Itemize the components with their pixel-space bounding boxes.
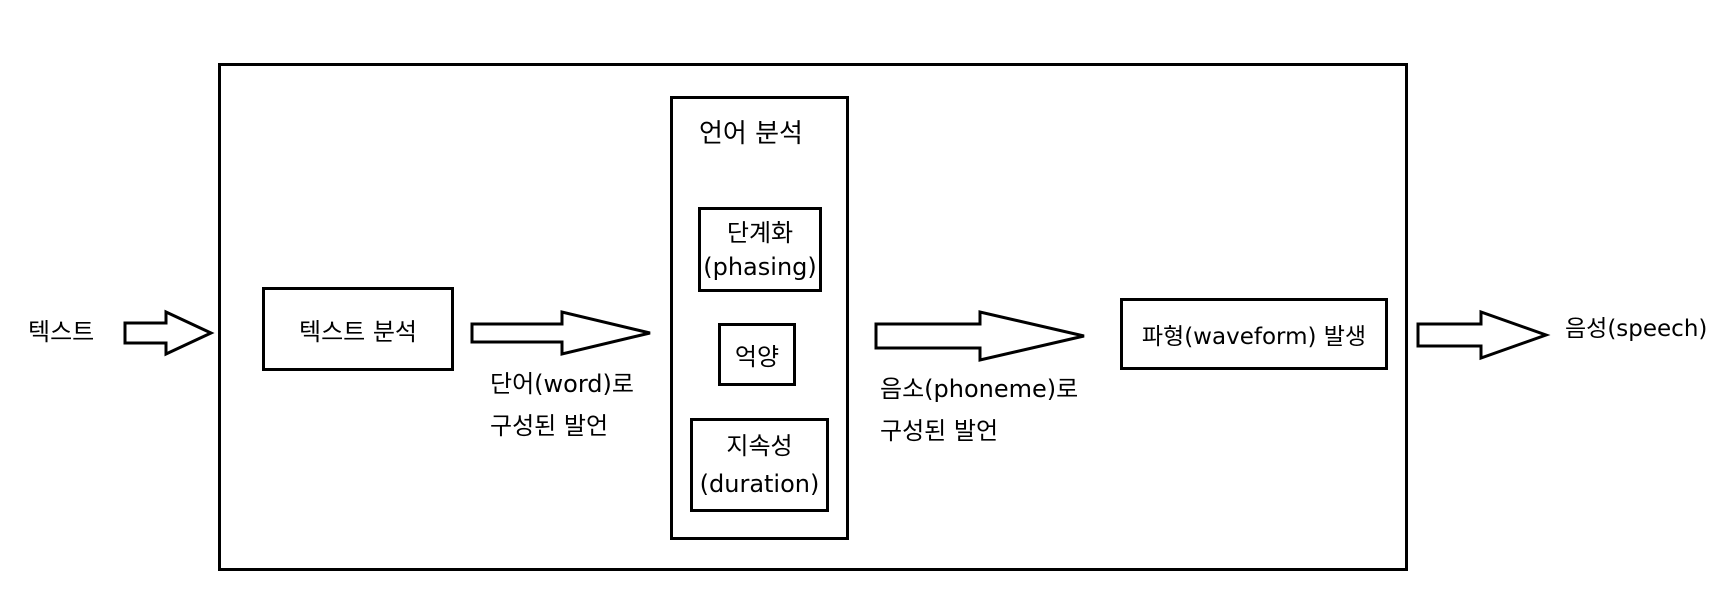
intonation-box: 억양 <box>718 323 796 386</box>
word-utterance-line2: 구성된 발언 <box>490 412 609 440</box>
output-arrow <box>1416 309 1551 361</box>
duration-box: 지속성 (duration) <box>690 418 829 512</box>
intonation-label: 억양 <box>734 343 780 371</box>
duration-sublabel: (duration) <box>699 470 820 498</box>
phasing-label: 단계화 <box>726 218 794 247</box>
language-analysis-title: 언어 분석 <box>699 119 803 149</box>
phoneme-arrow <box>874 310 1085 362</box>
waveform-label: 파형(waveform) 발생 <box>1141 324 1367 350</box>
duration-label: 지속성 <box>726 432 793 460</box>
word-utterance-line1: 단어(word)로 <box>490 370 634 398</box>
input-text-label: 텍스트 <box>28 318 95 346</box>
word-utterance-label: 단어(word)로 구성된 발언 <box>490 372 634 438</box>
phasing-box: 단계화 (phasing) <box>698 207 822 292</box>
phoneme-utterance-line2: 구성된 발언 <box>880 417 999 445</box>
phasing-sublabel: (phasing) <box>703 252 817 281</box>
phoneme-utterance-label: 음소(phoneme)로 구성된 발언 <box>880 377 1078 443</box>
waveform-box: 파형(waveform) 발생 <box>1120 298 1388 370</box>
phoneme-utterance-line1: 음소(phoneme)로 <box>880 375 1079 403</box>
text-analysis-box: 텍스트 분석 <box>262 287 454 371</box>
input-arrow <box>123 309 215 357</box>
word-arrow <box>470 310 651 356</box>
text-analysis-label: 텍스트 분석 <box>298 317 418 346</box>
output-speech-label: 음성(speech) <box>1565 316 1708 342</box>
